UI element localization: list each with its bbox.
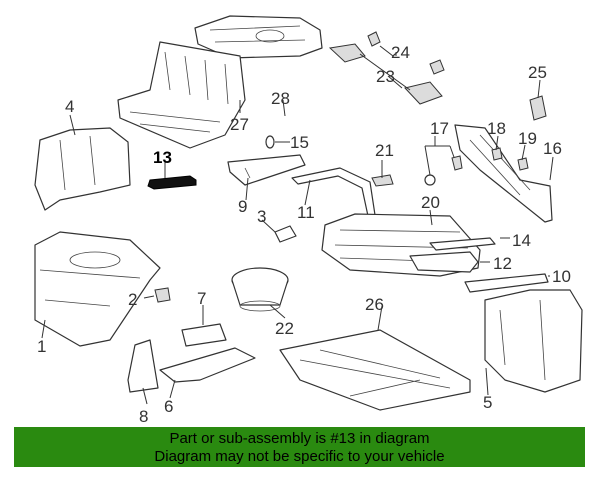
callout-11: 11 xyxy=(297,203,315,222)
callout-10: 10 xyxy=(552,267,571,286)
callout-27: 27 xyxy=(230,115,249,134)
callout-16: 16 xyxy=(543,139,562,158)
part-2-clip xyxy=(143,287,171,303)
banner-line-1: Part or sub-assembly is #13 in diagram xyxy=(169,430,430,447)
part-18-clip xyxy=(491,147,503,161)
part-6-floor-panel xyxy=(159,347,256,383)
part-4-quarter-trim-left xyxy=(34,127,131,211)
callout-6: 6 xyxy=(164,397,173,416)
part-10-trim xyxy=(464,273,549,293)
callout-14: 14 xyxy=(512,231,531,250)
info-banner: Part or sub-assembly is #13 in diagram D… xyxy=(14,427,585,467)
part-1-spare-tub xyxy=(34,231,161,347)
callout-18: 18 xyxy=(487,119,506,138)
banner-line-2: Diagram may not be specific to your vehi… xyxy=(154,448,445,465)
part-22-cup xyxy=(231,267,289,312)
callout-21: 21 xyxy=(375,141,394,160)
part-9-bracket xyxy=(227,154,306,186)
callout-13: 13 xyxy=(153,148,172,167)
part-15-pin xyxy=(265,135,290,149)
part-24-lock-cylinder xyxy=(367,31,445,75)
part-12-strip xyxy=(409,251,479,273)
part-17-fasteners xyxy=(424,136,463,186)
callout-17: 17 xyxy=(430,119,449,138)
callout-24: 24 xyxy=(391,43,410,62)
part-3-clip xyxy=(274,225,297,243)
part-28-package-tray xyxy=(194,15,323,59)
callout-25: 25 xyxy=(528,63,547,82)
part-14-sill xyxy=(429,237,496,251)
callout-23: 23 xyxy=(376,67,395,86)
callouts: 1 2 3 4 5 6 7 8 9 10 11 12 13 14 15 16 1… xyxy=(37,43,571,425)
part-7-insert xyxy=(181,323,227,347)
part-25-bracket xyxy=(529,95,547,121)
part-21-clip xyxy=(371,174,394,187)
leader-lines xyxy=(41,45,554,405)
callout-8: 8 xyxy=(139,407,148,425)
callout-19: 19 xyxy=(518,129,537,148)
part-16-rear-panel xyxy=(454,124,553,223)
callout-9: 9 xyxy=(238,197,247,216)
part-5-quarter-trim-right xyxy=(484,289,583,393)
part-19-clip xyxy=(517,157,529,171)
part-26-trunk-floor xyxy=(279,329,471,411)
callout-3: 3 xyxy=(257,207,266,226)
callout-22: 22 xyxy=(275,319,294,338)
parts-diagram: 1 2 3 4 5 6 7 8 9 10 11 12 13 14 15 16 1… xyxy=(34,15,583,425)
callout-12: 12 xyxy=(493,254,512,273)
callout-26: 26 xyxy=(365,295,384,314)
part-27-floor-mat xyxy=(117,41,246,149)
callout-28: 28 xyxy=(271,89,290,108)
part-23-latch xyxy=(328,43,443,105)
callout-5: 5 xyxy=(483,393,492,412)
part-8-bracket xyxy=(127,339,159,393)
callout-15: 15 xyxy=(290,133,309,152)
callout-2: 2 xyxy=(128,290,137,309)
callout-7: 7 xyxy=(197,289,206,308)
part-13-highlighted xyxy=(147,162,197,190)
callout-4: 4 xyxy=(65,97,74,116)
callout-20: 20 xyxy=(421,193,440,212)
callout-1: 1 xyxy=(37,337,46,356)
